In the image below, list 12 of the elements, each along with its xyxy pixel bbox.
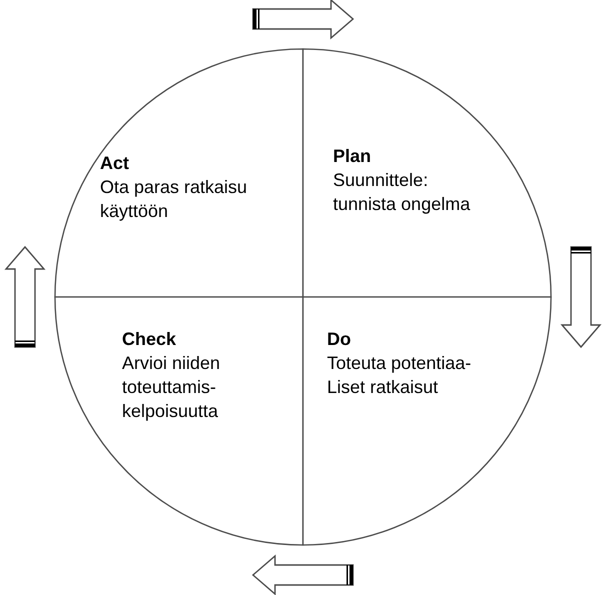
circle-quadrant bbox=[303, 297, 551, 545]
circle-quadrant bbox=[55, 49, 303, 297]
step-description: Ota paras ratkaisu käyttöön bbox=[100, 176, 248, 223]
circle-quadrant bbox=[55, 297, 303, 545]
step-description: Suunnittele: tunnista ongelma bbox=[333, 169, 472, 216]
step-title: Do bbox=[327, 328, 352, 351]
step-title: Act bbox=[100, 152, 130, 175]
circle-quadrant bbox=[303, 49, 551, 297]
step-description: Arvioi niiden toteuttamis- kelpoisuutta bbox=[122, 352, 222, 423]
step-title: Plan bbox=[333, 145, 372, 168]
step-description: Toteuta potentiaa- Liset ratkaisut bbox=[327, 352, 472, 399]
step-title: Check bbox=[122, 328, 178, 351]
